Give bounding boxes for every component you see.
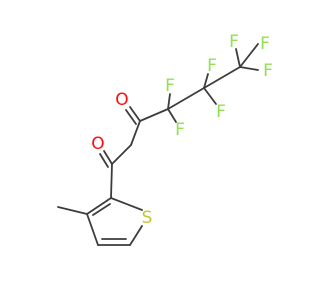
bond-cf3-f-top [235,48,241,68]
bond-c1-o1-b [99,153,109,168]
bond-ring-c3-c2-inner [92,203,111,216]
fluorine-atom: F [165,76,175,96]
fluorine-atom: F [175,120,185,140]
fluorine-atom: F [207,56,217,76]
sulfur-atom: S [142,208,153,228]
bond-c1-c2 [111,144,132,165]
oxygen-atom: O [115,90,128,110]
molecule-structure: F F F F F F F O O S [57,32,273,246]
bond-methyl [57,206,88,215]
bond-c5-c6 [203,66,241,89]
bond-ring-c3-c2 [86,197,112,215]
fluorine-atom: F [260,34,270,54]
bond-c5-f-bottom [203,87,217,105]
bond-c5-f-top [203,73,209,89]
bond-c2-c3 [130,120,141,146]
bond-cf3-f-right [239,43,259,68]
fluorine-atom: F [229,32,239,52]
bond-c4-f-top [167,93,171,110]
bond-ring-s-c5 [129,225,143,246]
bond-c3-c4 [139,108,169,122]
bond-group [57,43,259,246]
bond-c1-o1-a [103,150,113,165]
bond-ring-c2-s [110,197,143,211]
fluorine-atom: F [263,61,273,81]
bond-cf3-f-lower [239,66,259,71]
atom-labels: F F F F F F F O O S [91,32,273,228]
bond-c4-f-bottom [167,108,177,123]
bond-ring-c4-c3 [86,213,99,246]
bond-c1-ring [110,163,113,199]
bond-c3-o2-b [125,109,137,125]
fluorine-atom: F [216,102,226,122]
bond-c3-o2-a [129,106,141,122]
bond-c4-c5 [167,87,205,110]
oxygen-atom: O [91,134,104,154]
